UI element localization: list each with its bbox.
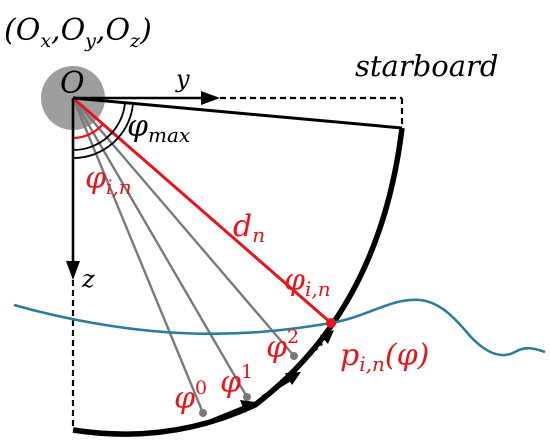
z-axis-label: z (81, 265, 95, 293)
phi-max-arc (72, 103, 134, 159)
point-p-label: pi,n(φ) (340, 338, 429, 376)
y-axis-label: y (175, 65, 190, 93)
phi0-label: φ0 (174, 377, 207, 416)
motion-arrow-dotted (303, 338, 327, 362)
phi-in-arc (72, 123, 104, 140)
motion-arrow-1 (211, 405, 245, 422)
origin-coords-label: (Ox,Oy,Oz) (4, 13, 152, 52)
beam-phi2-end (290, 352, 298, 360)
beam-phi1-end (243, 393, 251, 401)
y-axis-arrowhead (201, 91, 220, 105)
point-p-marker (326, 318, 336, 328)
beam-phi1 (71, 97, 249, 398)
phi-max-arc-inner (72, 102, 126, 151)
beam-phi0 (71, 97, 205, 414)
dn-label: dn (233, 209, 265, 247)
beam-phi2 (72, 97, 295, 357)
motion-arrow-2 (261, 378, 291, 399)
z-axis-arrowhead (66, 261, 80, 280)
phi1-label: φ1 (220, 361, 253, 400)
motion-arrow-dotted-head (320, 330, 334, 344)
seafloor-curve (13, 298, 546, 357)
origin-label: O (60, 66, 85, 101)
beam-dn (72, 96, 332, 325)
max-angle-line (72, 96, 403, 130)
motion-arrow-2-head (285, 372, 301, 385)
phi-in-label: φi,n (85, 161, 132, 199)
phi-in-beam-label: φi,n (284, 263, 331, 301)
motion-arrow-1-head (240, 400, 256, 413)
phi2-label: φ2 (266, 326, 299, 365)
starboard-label: starboard (355, 49, 498, 83)
beam-phi0-end (199, 409, 207, 417)
phi-max-label: φmax (127, 109, 190, 147)
